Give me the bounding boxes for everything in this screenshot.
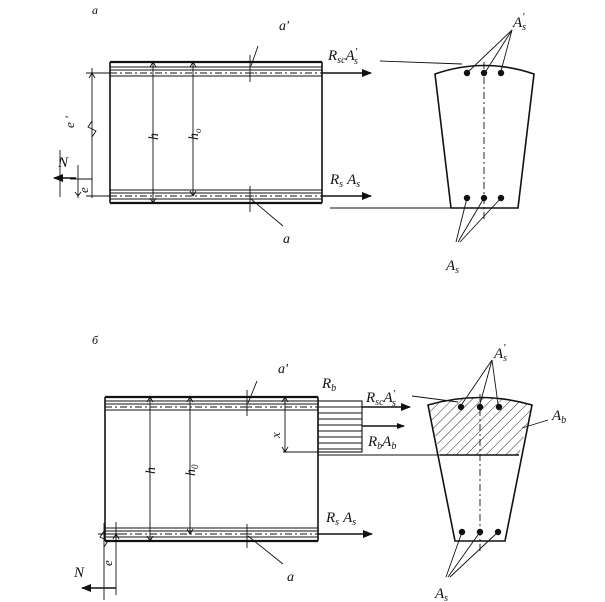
- panel-a-e-prime-label: e ': [62, 116, 77, 128]
- panel-a-h0-label: ho: [187, 128, 203, 140]
- rebar-top-2: [480, 69, 488, 77]
- panel-b-a-prime-label: a': [278, 362, 289, 377]
- rebar-top-3: [495, 403, 503, 411]
- panel-a-label: а: [92, 3, 98, 17]
- panel-a-eccentricity: [70, 68, 110, 198]
- panel-b-e-label: e: [100, 560, 115, 566]
- panel-a-N-arrow: [53, 150, 76, 197]
- panel-a-As-label: As: [445, 258, 459, 276]
- rebar-top-3: [497, 69, 505, 77]
- rebar-top-1: [463, 69, 471, 77]
- panel-b-cross-section: [427, 359, 549, 578]
- rebar-top-1: [457, 403, 465, 411]
- panel-b-a-label: a: [287, 570, 294, 585]
- panel-b-Ab-label: Ab: [551, 408, 566, 426]
- rebar-top-2: [476, 403, 484, 411]
- panel-a-As-prime-label: As': [512, 11, 526, 33]
- panel-b-label: б: [92, 333, 99, 347]
- panel-b-h0-label: h0: [184, 464, 200, 476]
- panel-a: а: [53, 3, 535, 276]
- panel-a-h-label: h: [147, 133, 162, 140]
- panel-b-top-force-label: RscA's: [365, 388, 396, 409]
- panel-b-eccentricity: [81, 522, 120, 600]
- panel-a-beam: [109, 45, 323, 227]
- panel-a-a-label: a: [283, 232, 290, 247]
- panel-b-beam: [104, 380, 319, 565]
- panel-a-cross-section: [434, 29, 535, 243]
- panel-b-Rb-label: Rb: [321, 376, 336, 394]
- panel-b-As-prime-label: As': [493, 342, 507, 364]
- panel-b-As-label: As: [434, 586, 448, 602]
- panel-a-e-label: e: [76, 187, 91, 193]
- panel-b-stress-block: [317, 400, 363, 453]
- panel-b-mid-force-label: RbAb: [367, 434, 396, 452]
- panel-b-h-label: h: [144, 467, 159, 474]
- panel-b-x-label: x: [268, 432, 283, 439]
- panel-a-top-force-label: RscA's: [327, 46, 358, 67]
- panel-a-a-prime-label: a': [279, 19, 290, 34]
- panel-a-N-label: N: [57, 155, 69, 171]
- panel-b: б: [73, 333, 566, 602]
- panel-b-N-label: N: [73, 565, 85, 581]
